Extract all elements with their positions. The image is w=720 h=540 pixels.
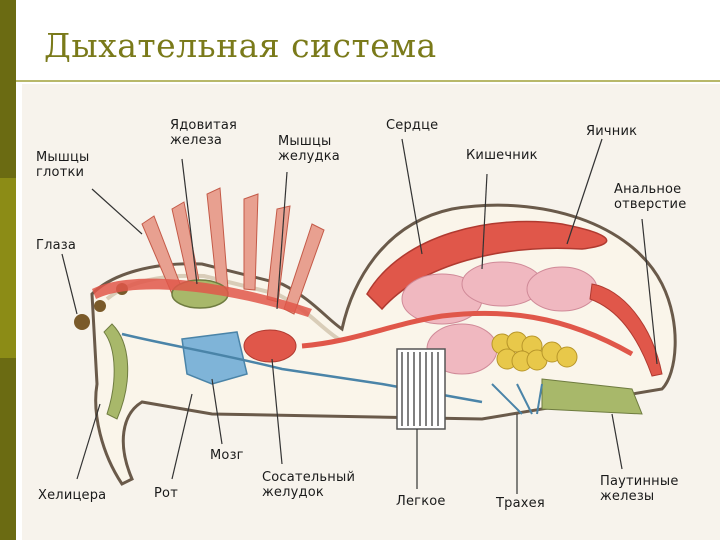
intestine-tube — [301, 310, 634, 357]
leader-lines — [61, 138, 658, 494]
pharynx-muscle-shape — [92, 278, 312, 317]
label-lung: Легкое — [396, 494, 446, 509]
label-anus: Анальное отверстие — [614, 182, 687, 212]
label-spinnerets: Паутинные железы — [600, 474, 679, 504]
slide-accent-bar-top — [0, 0, 16, 178]
heart-shape — [366, 220, 608, 311]
label-brain: Мозг — [210, 448, 244, 463]
label-venom-gland: Ядовитая железа — [170, 118, 238, 148]
spinneret-gland-shape — [541, 378, 643, 415]
slide-accent-bar-middle — [0, 178, 16, 358]
slide-title: Дыхательная система — [44, 26, 437, 65]
label-sucking-stomach: Сосательный желудок — [262, 470, 356, 500]
label-eyes: Глаза — [36, 238, 77, 253]
label-pharynx-muscles: Мышцы глотки — [36, 150, 90, 180]
brain-shape — [181, 331, 248, 385]
trachea-shape — [491, 383, 543, 415]
slide-accent-bar-bottom — [0, 358, 16, 540]
rectal-sac — [589, 283, 663, 377]
ovary-shape — [491, 331, 578, 372]
label-trachea: Трахея — [496, 496, 545, 511]
leg-bases — [141, 187, 325, 315]
liver-mass — [401, 261, 598, 375]
label-mouth: Рот — [154, 486, 178, 501]
label-stomach-muscles: Мышцы желудка — [278, 134, 340, 164]
label-heart: Сердце — [386, 118, 439, 133]
label-ovary: Яичник — [586, 124, 638, 139]
spider-anatomy-drawing — [61, 138, 677, 494]
chelicera-shape — [103, 323, 129, 420]
sucking-stomach-shape — [243, 329, 297, 363]
label-chelicera: Хелицера — [38, 488, 107, 503]
spider-anatomy-figure: Мышцы глотки Ядовитая железа Мышцы желуд… — [22, 84, 720, 540]
title-divider — [16, 80, 720, 82]
book-lung-shape — [396, 348, 446, 430]
nerve-cord — [121, 332, 483, 404]
label-intestine: Кишечник — [466, 148, 538, 163]
eye-shape — [74, 314, 90, 330]
